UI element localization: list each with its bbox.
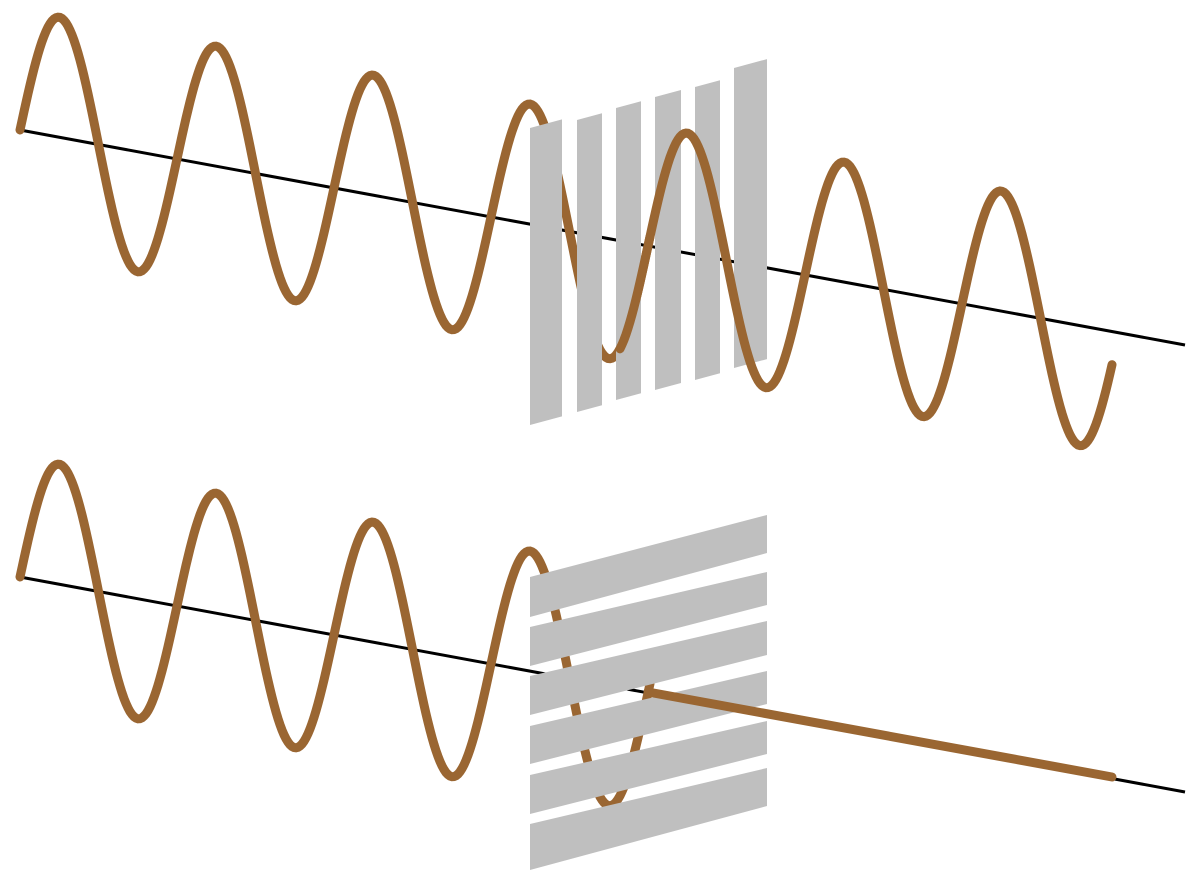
propagation-axis-top	[19, 128, 1186, 347]
horizontal-grid-bar	[530, 621, 767, 715]
vertical-grid-bar	[577, 113, 602, 412]
panel-vertical-polarizer	[15, 12, 1186, 451]
vertical-grid-bar	[616, 101, 641, 400]
horizontal-grid-bar	[530, 721, 767, 814]
horizontal-grid-bar	[530, 671, 767, 764]
vertical-grid-bar	[530, 119, 562, 426]
panel-horizontal-polarizer	[15, 459, 1186, 870]
horizontal-grid-bar	[530, 515, 767, 617]
vertical-wire-grid	[530, 59, 767, 426]
vertical-grid-bar	[734, 59, 767, 369]
horizontal-grid-bar	[530, 572, 767, 666]
vertical-grid-bar	[655, 89, 681, 390]
blocked-wave-flat-line	[643, 687, 1117, 782]
horizontal-wire-grid	[530, 515, 767, 870]
transmitted-wave-top	[615, 128, 1117, 451]
horizontal-grid-bar	[530, 768, 767, 870]
